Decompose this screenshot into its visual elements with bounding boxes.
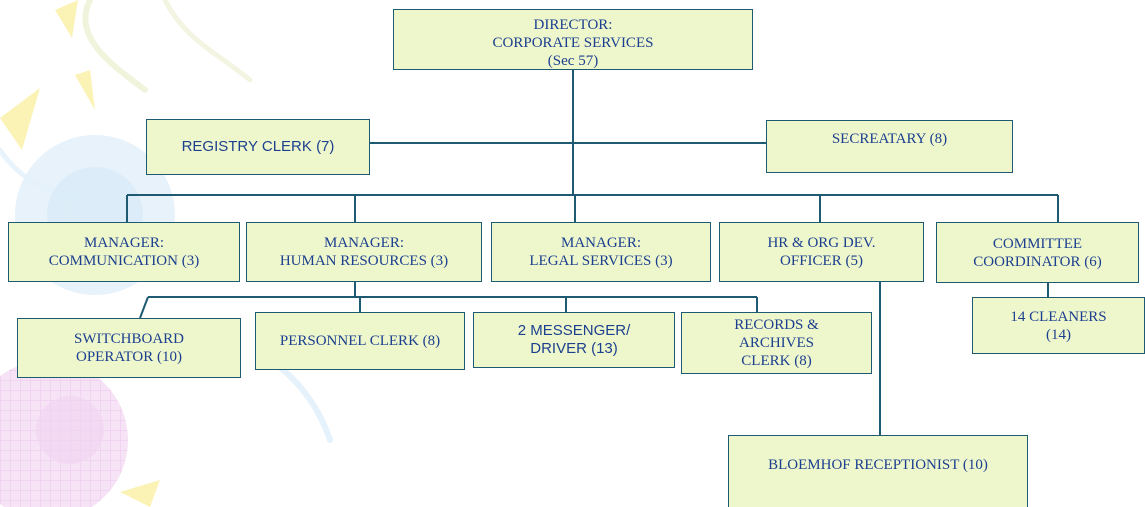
hr-org-dev-role: OFFICER (5) bbox=[780, 253, 863, 269]
director-section: (Sec 57) bbox=[547, 53, 599, 69]
personnel-clerk-box: PERSONNEL CLERK (8) bbox=[255, 312, 465, 370]
cleaners-box: 14 CLEANERS (14) bbox=[972, 297, 1145, 354]
manager-hr-dept: HUMAN RESOURCES (3) bbox=[279, 253, 449, 269]
director-subtitle: CORPORATE SERVICES bbox=[492, 35, 654, 51]
registry-clerk-box: REGISTRY CLERK (7) bbox=[146, 119, 370, 175]
switchboard-operator-role: OPERATOR (10) bbox=[76, 349, 182, 365]
switchboard-operator-box: SWITCHBOARD OPERATOR (10) bbox=[17, 318, 241, 378]
personnel-clerk-label: PERSONNEL CLERK (8) bbox=[279, 333, 441, 349]
switchboard-operator-title: SWITCHBOARD bbox=[73, 331, 184, 347]
director-title: DIRECTOR: bbox=[533, 17, 613, 33]
messenger-driver-title: 2 MESSENGER/ bbox=[517, 322, 631, 339]
cleaners-title: 14 CLEANERS bbox=[1010, 308, 1107, 325]
manager-communication-title: MANAGER: bbox=[83, 235, 164, 251]
connector-drop-switchboard bbox=[139, 296, 149, 319]
manager-communication-dept: COMMUNICATION (3) bbox=[48, 253, 200, 269]
records-clerk-line1: RECORDS & bbox=[734, 317, 819, 333]
manager-legal-box: MANAGER: LEGAL SERVICES (3) bbox=[491, 222, 711, 282]
records-clerk-box: RECORDS & ARCHIVES CLERK (8) bbox=[681, 312, 872, 374]
manager-hr-title: MANAGER: bbox=[323, 235, 404, 251]
manager-legal-title: MANAGER: bbox=[560, 235, 641, 251]
bloemhof-receptionist-label: BLOEMHOF RECEPTIONIST (10) bbox=[768, 457, 988, 473]
records-clerk-line2: ARCHIVES bbox=[738, 335, 814, 351]
registry-clerk-label: REGISTRY CLERK (7) bbox=[181, 138, 335, 155]
messenger-driver-role: DRIVER (13) bbox=[530, 340, 618, 357]
committee-coordinator-box: COMMITTEE COORDINATOR (6) bbox=[936, 222, 1139, 283]
manager-communication-box: MANAGER: COMMUNICATION (3) bbox=[8, 222, 240, 282]
records-clerk-line3: CLERK (8) bbox=[741, 353, 812, 369]
hr-org-dev-title: HR & ORG DEV. bbox=[767, 235, 876, 251]
hr-org-dev-box: HR & ORG DEV. OFFICER (5) bbox=[719, 222, 924, 282]
messenger-driver-box: 2 MESSENGER/ DRIVER (13) bbox=[473, 312, 675, 368]
cleaners-count: (14) bbox=[1046, 326, 1071, 343]
secretary-box: SECREATARY (8) bbox=[766, 120, 1013, 173]
director-box: DIRECTOR: CORPORATE SERVICES (Sec 57) bbox=[393, 9, 753, 70]
bloemhof-receptionist-box: BLOEMHOF RECEPTIONIST (10) bbox=[728, 435, 1028, 507]
manager-hr-box: MANAGER: HUMAN RESOURCES (3) bbox=[246, 222, 482, 282]
secretary-label: SECREATARY (8) bbox=[831, 131, 948, 147]
committee-coordinator-role: COORDINATOR (6) bbox=[973, 253, 1102, 270]
committee-coordinator-title: COMMITTEE bbox=[992, 235, 1083, 252]
manager-legal-dept: LEGAL SERVICES (3) bbox=[529, 253, 673, 269]
